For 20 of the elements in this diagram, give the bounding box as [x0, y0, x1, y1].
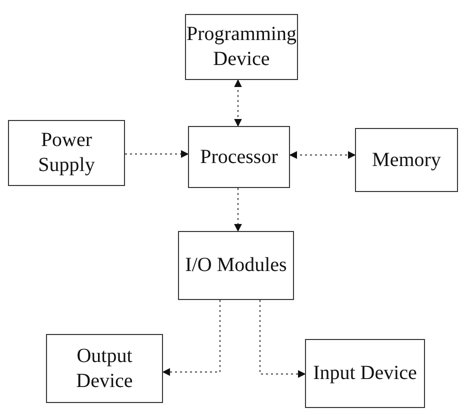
box-label: Memory: [372, 148, 441, 172]
arrow: [234, 79, 242, 127]
box-label: Programming Device: [186, 22, 296, 72]
arrow: [234, 188, 242, 232]
box-label: Power Supply: [37, 128, 96, 178]
process-box: [185, 14, 298, 80]
arrow: [289, 151, 356, 159]
box-label: Input Device: [313, 361, 417, 386]
process-box: [188, 126, 290, 188]
process-box: [178, 231, 294, 300]
arrow: [125, 150, 189, 158]
process-box: [355, 128, 458, 192]
process-box: [8, 120, 125, 186]
box-label: Output Device: [75, 344, 134, 394]
box-label: Processor: [200, 144, 278, 170]
box-label: I/O Modules: [185, 253, 287, 278]
process-box: [46, 334, 163, 403]
process-box: [305, 339, 425, 408]
arrow: [162, 300, 221, 376]
arrow: [259, 300, 306, 378]
